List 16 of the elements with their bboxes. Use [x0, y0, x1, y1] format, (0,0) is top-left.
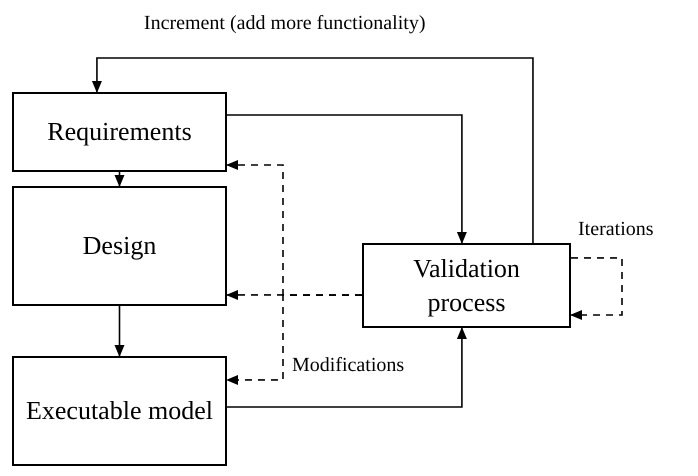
arrow	[227, 114, 467, 244]
arrow	[227, 327, 467, 408]
dashed-arrow	[226, 294, 362, 385]
arrow	[114, 306, 124, 357]
process-box	[12, 186, 227, 306]
box-label: Validation process	[412, 252, 521, 318]
process-box	[12, 92, 227, 172]
process-box	[362, 243, 571, 328]
arrow	[114, 172, 124, 187]
edge-label: Increment (add more functionality)	[142, 12, 428, 35]
arrow	[92, 57, 534, 243]
process-box	[12, 356, 227, 466]
box-label: Requirements	[46, 116, 193, 148]
box-label: Design	[82, 230, 158, 262]
box-label: Executable model	[25, 395, 214, 428]
dashed-arrow	[570, 257, 623, 320]
